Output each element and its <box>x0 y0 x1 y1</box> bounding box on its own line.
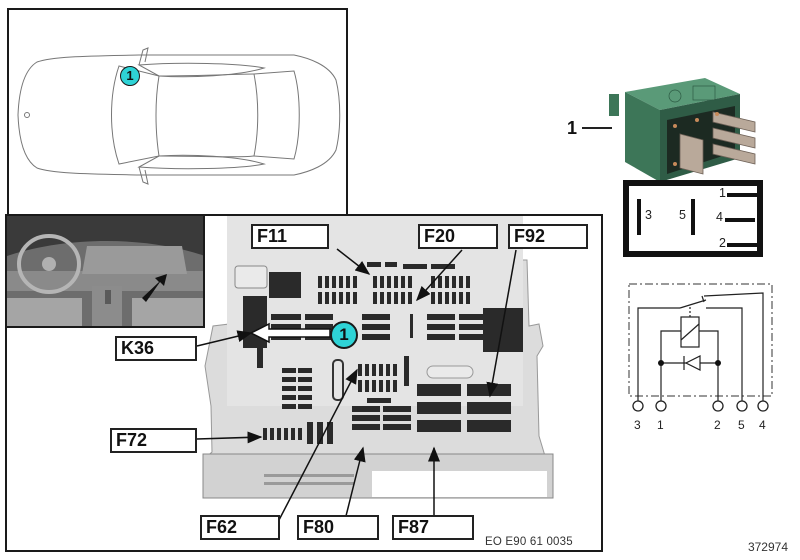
relay-schematic <box>628 283 773 412</box>
fuse-box-panel: F11 F20 F92 K36 F72 F62 F80 F87 1 EO E90… <box>5 214 603 552</box>
pin-1-label: 1 <box>719 186 726 200</box>
pin-4-bar <box>725 218 755 222</box>
callout-f20: F20 <box>418 224 498 249</box>
relay-location-marker: 1 <box>330 321 358 349</box>
terminal-2-label: 2 <box>714 418 721 432</box>
document-number: 372974 <box>747 540 788 554</box>
pin-3-label: 3 <box>645 208 652 222</box>
callout-f72: F72 <box>110 428 197 453</box>
relay-item-label: 1 <box>567 118 578 138</box>
relay-leader-line <box>582 127 612 129</box>
terminal-3-label: 3 <box>634 418 641 432</box>
relay-pin-layout: 3 5 1 4 2 <box>623 180 763 257</box>
terminal-5-label: 5 <box>738 418 745 432</box>
terminal-1-label: 1 <box>657 418 664 432</box>
callout-k36: K36 <box>115 336 197 361</box>
pin-2-label: 2 <box>719 236 726 250</box>
pin-3-bar <box>637 199 641 235</box>
terminal-4-label: 4 <box>759 418 766 432</box>
figure-reference-code: EO E90 61 0035 <box>485 536 573 548</box>
callout-f11: F11 <box>251 224 329 249</box>
car-overview-panel: 1 <box>7 8 348 216</box>
interior-photo-inset <box>7 216 205 328</box>
car-top-view-outline <box>17 47 341 185</box>
callout-f87: F87 <box>392 515 474 540</box>
pin-2-bar <box>727 243 757 247</box>
pin-5-label: 5 <box>679 208 686 222</box>
callout-f92: F92 <box>508 224 588 249</box>
pin-5-bar <box>691 199 695 235</box>
relay-photo <box>609 78 756 182</box>
location-marker: 1 <box>120 66 140 86</box>
relay-location-marker-label: 1 <box>339 325 349 344</box>
pin-4-label: 4 <box>716 210 723 224</box>
location-marker-label: 1 <box>126 68 134 83</box>
pin-1-bar <box>727 193 757 197</box>
callout-f62: F62 <box>200 515 280 540</box>
callout-f80: F80 <box>297 515 379 540</box>
